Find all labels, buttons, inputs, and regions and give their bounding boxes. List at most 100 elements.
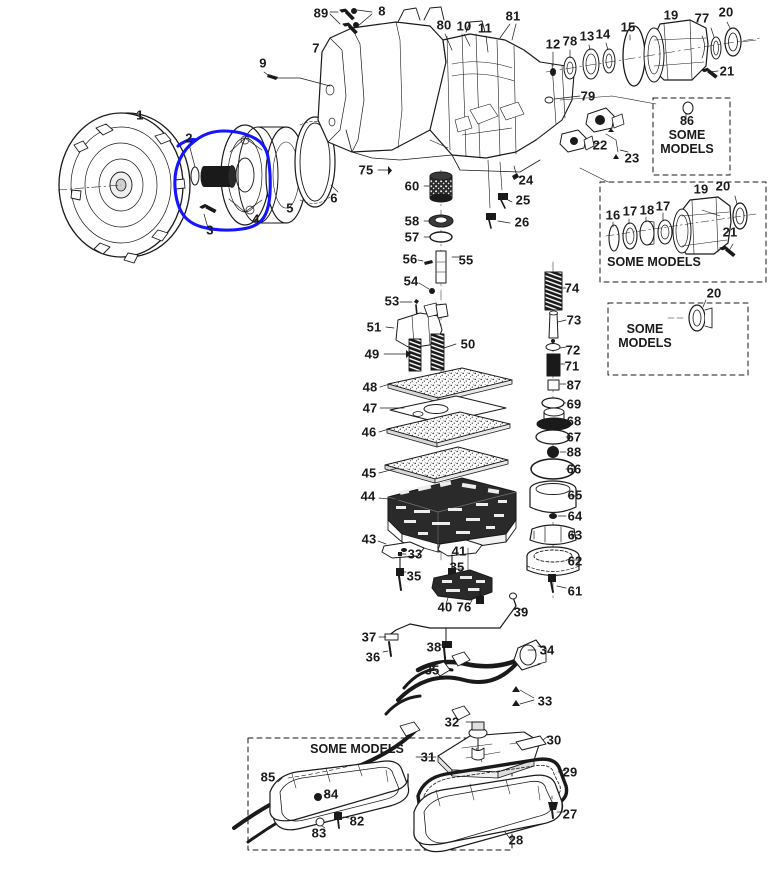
- callout-20: 20: [718, 4, 734, 20]
- callout-33: 33: [537, 693, 553, 709]
- callout-67: 67: [566, 429, 582, 445]
- callout-88: 88: [566, 444, 582, 460]
- servo-column: [526, 261, 581, 601]
- part-86: [682, 101, 694, 121]
- callout-50: 50: [460, 336, 476, 352]
- callout-77: 77: [694, 10, 710, 26]
- callout-69: 69: [566, 396, 582, 412]
- callout-37: 37: [361, 629, 377, 645]
- callout-33: 33: [407, 546, 423, 562]
- callout-79: 79: [580, 88, 596, 104]
- callout-65: 65: [567, 487, 583, 503]
- callout-17: 17: [622, 203, 638, 219]
- callout-63: 63: [567, 527, 583, 543]
- callout-71: 71: [564, 358, 580, 374]
- callout-29: 29: [562, 764, 578, 780]
- callout-19: 19: [663, 7, 679, 23]
- callout-22: 22: [592, 137, 608, 153]
- callout-46: 46: [361, 424, 377, 440]
- callout-45: 45: [361, 465, 377, 481]
- callout-43: 43: [361, 531, 377, 547]
- lower-brackets: [377, 539, 493, 605]
- callout-89: 89: [313, 5, 329, 21]
- callout-6: 6: [330, 190, 338, 206]
- callout-26: 26: [514, 214, 530, 230]
- callout-1: 1: [136, 107, 144, 123]
- converter-seal-ring: [294, 116, 339, 208]
- some-models-boxes: [247, 97, 767, 851]
- callout-8: 8: [378, 3, 386, 19]
- callout-51: 51: [366, 319, 382, 335]
- callout-72: 72: [565, 342, 581, 358]
- valve-body: [378, 477, 517, 553]
- callout-49: 49: [364, 346, 380, 362]
- callout-78: 78: [562, 33, 578, 49]
- callout-87: 87: [566, 377, 582, 393]
- callout-27: 27: [562, 806, 578, 822]
- bellhousing-fasteners: [329, 7, 373, 35]
- callout-35: 35: [406, 568, 422, 584]
- callout-19: 19: [693, 181, 709, 197]
- callout-60: 60: [404, 178, 420, 194]
- transmission-case: [317, 6, 575, 173]
- callout-44: 44: [360, 488, 376, 504]
- callout-21: 21: [719, 63, 735, 79]
- callout-36: 36: [365, 649, 381, 665]
- blue-annotation-loop: [173, 129, 272, 232]
- governor-assembly: [399, 169, 460, 561]
- callout-80: 80: [436, 17, 452, 33]
- some-models-seal: SOME MODELS: [618, 322, 672, 350]
- separator-plates: [378, 367, 513, 484]
- callout-28: 28: [508, 832, 524, 848]
- callout-41: 41: [451, 543, 467, 559]
- callout-2: 2: [185, 130, 193, 146]
- switch-parts: [559, 107, 629, 159]
- callout-3: 3: [206, 222, 214, 238]
- callout-39: 39: [513, 604, 529, 620]
- callout-58: 58: [404, 213, 420, 229]
- callout-40: 40: [437, 599, 453, 615]
- callout-57: 57: [404, 229, 420, 245]
- callout-68: 68: [566, 413, 582, 429]
- callout-35: 35: [424, 662, 440, 678]
- callout-12: 12: [545, 36, 561, 52]
- callout-4: 4: [252, 211, 260, 227]
- callout-53: 53: [384, 293, 400, 309]
- callout-23: 23: [624, 150, 640, 166]
- callout-17: 17: [655, 198, 671, 214]
- callout-10: 10: [456, 18, 472, 34]
- callout-11: 11: [477, 20, 493, 36]
- callout-55: 55: [458, 252, 474, 268]
- callout-48: 48: [362, 379, 378, 395]
- torque-converter: [57, 112, 191, 264]
- callout-54: 54: [403, 273, 419, 289]
- some-models-pan: SOME MODELS: [310, 742, 404, 756]
- callout-73: 73: [566, 312, 582, 328]
- callout-75: 75: [358, 162, 374, 178]
- callout-61: 61: [567, 583, 583, 599]
- case-bolts: [486, 159, 522, 229]
- callout-7: 7: [312, 40, 320, 56]
- some-models-rear: SOME MODELS: [607, 255, 701, 269]
- callout-15: 15: [620, 19, 636, 35]
- callout-84: 84: [323, 786, 339, 802]
- valve-body-small-parts: [383, 302, 457, 372]
- callout-24: 24: [518, 172, 534, 188]
- oil-pan-assembly: [413, 721, 569, 853]
- wiring-harness: [232, 592, 547, 844]
- alt-rear-extension: [605, 195, 757, 258]
- callout-31: 31: [420, 749, 436, 765]
- callout-85: 85: [260, 769, 276, 785]
- callout-25: 25: [515, 192, 531, 208]
- callout-38: 38: [426, 639, 442, 655]
- callout-64: 64: [567, 508, 583, 524]
- callout-83: 83: [311, 825, 327, 841]
- some-models-86: 86 SOME MODELS: [660, 114, 714, 156]
- callout-35: 35: [449, 559, 465, 575]
- callout-9: 9: [259, 55, 267, 71]
- callout-21: 21: [722, 224, 738, 240]
- callout-76: 76: [456, 599, 472, 615]
- callout-30: 30: [546, 732, 562, 748]
